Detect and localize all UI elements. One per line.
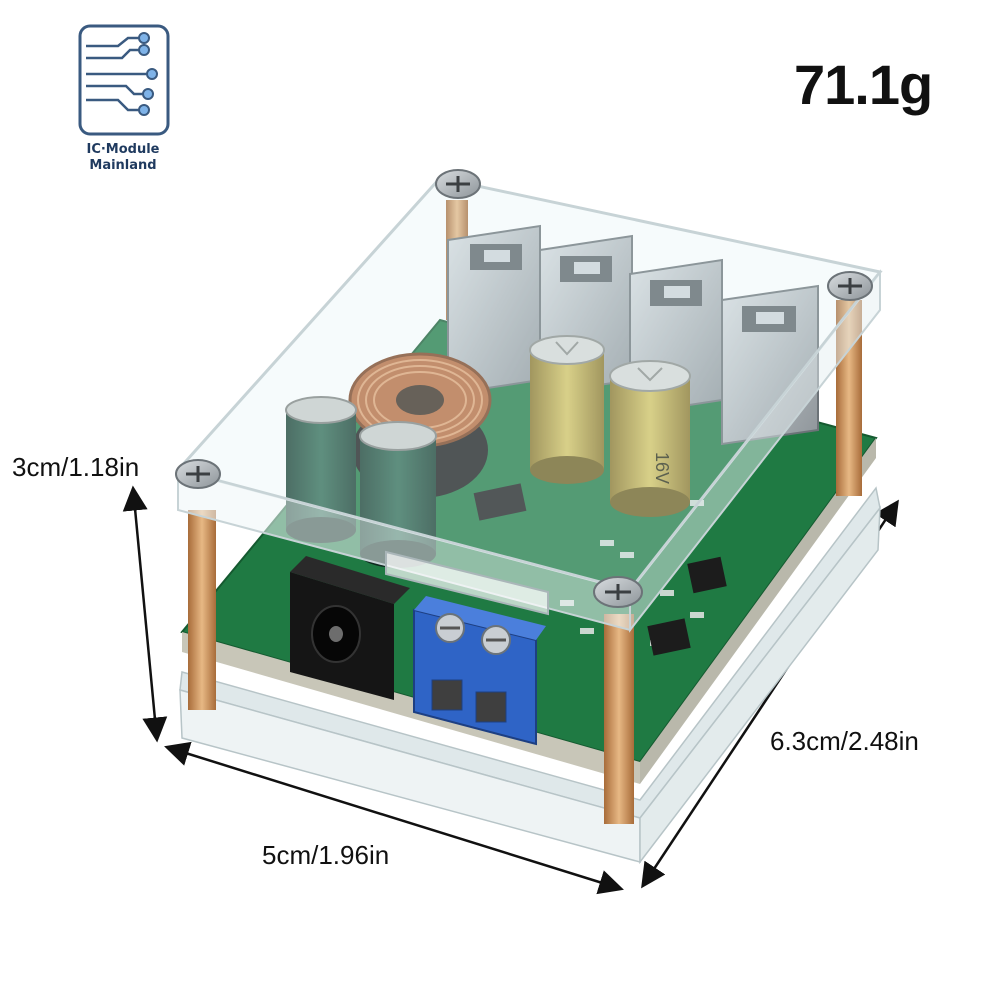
width-dimension-label: 5cm/1.96in: [262, 840, 390, 870]
circuit-board-icon: [78, 24, 170, 136]
brand-logo: IC·Module Mainland: [78, 24, 174, 174]
logo-line-2: Mainland: [89, 158, 157, 173]
usb-port-1: [447, 224, 541, 396]
screw-front-right: [593, 576, 643, 608]
capacitor-gold-2: 16V: [609, 360, 691, 517]
top-acrylic-plate: [175, 176, 883, 633]
screw-rear-left: [435, 169, 481, 199]
standoff-front-right: [604, 614, 634, 824]
width-dimension-arrow: [164, 741, 624, 895]
weight-label: 71.1g: [794, 53, 933, 116]
screw-front-left: [175, 459, 221, 489]
depth-dimension-label: 6.3cm/2.48in: [770, 726, 919, 756]
capacitor-voltage-label: 16V: [652, 452, 672, 484]
standoff-front-left: [188, 510, 216, 710]
dc-barrel-jack: [290, 556, 410, 700]
height-dimension-arrow: [122, 485, 168, 743]
height-dimension-label: 3cm/1.18in: [12, 452, 140, 482]
capacitor-gold-1: [529, 335, 605, 484]
bottom-acrylic-plate: [179, 486, 881, 865]
screw-terminal-block: [413, 596, 546, 746]
logo-line-1: IC·Module: [86, 142, 160, 157]
screw-rear-right: [827, 271, 873, 301]
